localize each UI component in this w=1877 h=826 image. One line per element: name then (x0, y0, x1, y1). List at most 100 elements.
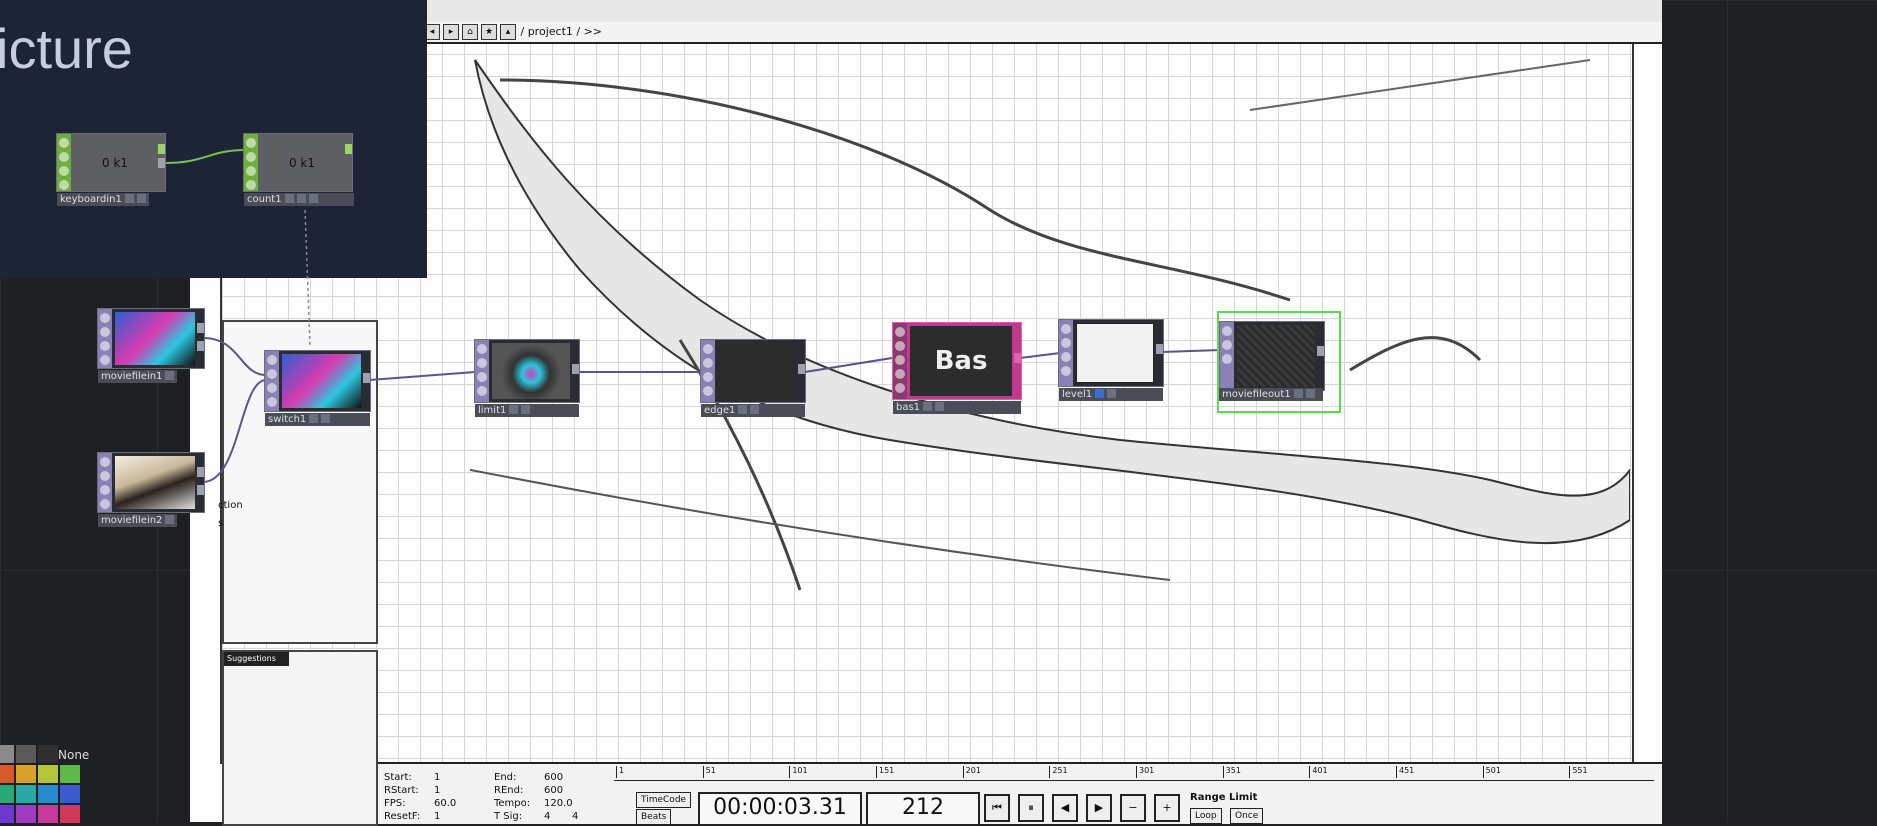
swatch[interactable] (0, 785, 14, 803)
wire-movie2-switch (202, 379, 267, 483)
keyboardin-value: 0 k1 (101, 155, 129, 170)
end-label: End: (494, 772, 517, 783)
fps-value[interactable]: 60.0 (434, 798, 457, 809)
timeline-tick: 551 (1569, 766, 1588, 778)
swatch[interactable] (0, 745, 14, 763)
timeline-tick: 401 (1309, 766, 1328, 778)
moviefileout-thumb (1237, 325, 1315, 387)
step-back-icon[interactable]: − (1120, 794, 1146, 822)
swatch[interactable] (38, 785, 58, 803)
wire-count-switch (304, 209, 311, 346)
count-node[interactable]: 0 k1 count1 (243, 133, 354, 206)
forward-icon[interactable]: ▸ (443, 24, 459, 40)
swatch[interactable] (60, 785, 80, 803)
wire-level-out (1161, 349, 1221, 353)
color-palette (0, 745, 95, 823)
play-icon[interactable]: ▶ (1086, 794, 1112, 822)
step-forward-icon[interactable]: + (1154, 794, 1180, 822)
range-limit-label: Range Limit (1190, 792, 1258, 803)
output-image: ction s Suggestions (190, 0, 1662, 826)
timeline-tick: 451 (1396, 766, 1414, 778)
timeline-tick: 51 (702, 766, 716, 778)
timecode-mode-button[interactable]: TimeCode (636, 792, 692, 808)
bas-text: Bas (934, 346, 988, 376)
keyboardin-node[interactable]: 0 k1 keyboardin1 (56, 133, 166, 206)
resetf-label: ResetF: (384, 811, 421, 822)
moviefileout-label: moviefileout1 (1222, 389, 1291, 400)
wire-bas-level (1019, 352, 1061, 359)
moviefileout-node[interactable]: moviefileout1 (1217, 311, 1341, 413)
swatch[interactable] (16, 765, 36, 783)
keyboardin-label: keyboardin1 (60, 194, 122, 205)
panel-text: s (218, 518, 224, 529)
swatch[interactable] (38, 765, 58, 783)
frame-display[interactable]: 212 (866, 792, 980, 826)
panel-text: ction (218, 500, 243, 511)
bas-label: bas1 (896, 402, 921, 413)
limit-thumb (492, 343, 570, 399)
timeline-tick: 351 (1222, 766, 1241, 778)
moviefilein1-label: moviefilein1 (101, 371, 163, 382)
moviefilein1-thumb (115, 312, 195, 365)
wire-edge-bas (804, 357, 893, 373)
network-path-bar[interactable]: ◂▸⌂★▴ / project1 / >> (422, 22, 1662, 44)
switch-node[interactable]: switch1 (264, 350, 371, 426)
palette-none-label[interactable]: None (58, 748, 90, 762)
up-icon[interactable]: ▴ (500, 24, 516, 40)
switch-label: switch1 (268, 414, 307, 425)
rstart-value[interactable]: 1 (434, 785, 441, 796)
tempo-label: Tempo: (494, 798, 531, 809)
start-label: Start: (384, 772, 412, 783)
swatch[interactable] (38, 745, 58, 763)
resetf-value[interactable]: 1 (434, 811, 441, 822)
timecode-display[interactable]: 00:00:03.31 (698, 792, 862, 826)
network-path: / project1 / >> (520, 25, 603, 38)
edge-node[interactable]: edge1 (700, 339, 806, 417)
limit-node[interactable]: limit1 (474, 339, 580, 417)
timeline-tick: 201 (962, 766, 981, 778)
tempo-value[interactable]: 120.0 (544, 798, 573, 809)
tsig-label: T Sig: (494, 811, 523, 822)
swatch[interactable] (38, 805, 58, 823)
moviefilein2-thumb (115, 456, 195, 509)
swatch[interactable] (60, 805, 80, 823)
timeline-tick: 501 (1482, 766, 1501, 778)
level-label: level1 (1062, 389, 1093, 400)
rend-value[interactable]: 600 (544, 785, 564, 796)
moviefilein2-node[interactable]: moviefilein2 (97, 452, 205, 527)
swatch[interactable] (16, 745, 36, 763)
tsig-a[interactable]: 4 (544, 811, 551, 822)
swatch[interactable] (0, 765, 14, 783)
play-reverse-icon[interactable]: ◀ (1052, 794, 1078, 822)
start-value[interactable]: 1 (434, 772, 441, 783)
edge-thumb (718, 343, 796, 399)
wire-movie1-switch (202, 337, 267, 376)
timeline-tick: 101 (789, 766, 808, 778)
rewind-icon[interactable]: ⏮ (984, 794, 1010, 822)
rend-label: REnd: (494, 785, 524, 796)
wire-switch-limit (368, 371, 476, 381)
bas-node[interactable]: Bas bas1 (892, 322, 1022, 414)
beats-mode-button[interactable]: Beats (636, 809, 672, 825)
tsig-b[interactable]: 4 (572, 811, 579, 822)
count-label: count1 (247, 194, 282, 205)
pause-icon[interactable]: ⏸ (1018, 794, 1044, 822)
suggestions-tag: Suggestions (224, 652, 289, 666)
swatch[interactable] (16, 785, 36, 803)
rstart-label: RStart: (384, 785, 419, 796)
end-value[interactable]: 600 (544, 772, 564, 783)
timeline-tick: 1 (616, 766, 624, 778)
limit-label: limit1 (478, 405, 507, 416)
home-icon[interactable]: ⌂ (462, 24, 478, 40)
level-node[interactable]: level1 (1058, 319, 1164, 401)
timeline-tick: 151 (876, 766, 894, 778)
level-thumb (1076, 323, 1154, 383)
swatch[interactable] (60, 765, 80, 783)
star-icon[interactable]: ★ (481, 24, 497, 40)
swatch[interactable] (16, 805, 36, 823)
moviefilein1-node[interactable]: moviefilein1 (97, 308, 205, 383)
swatch[interactable] (0, 805, 14, 823)
count-value: 0 k1 (288, 155, 316, 170)
